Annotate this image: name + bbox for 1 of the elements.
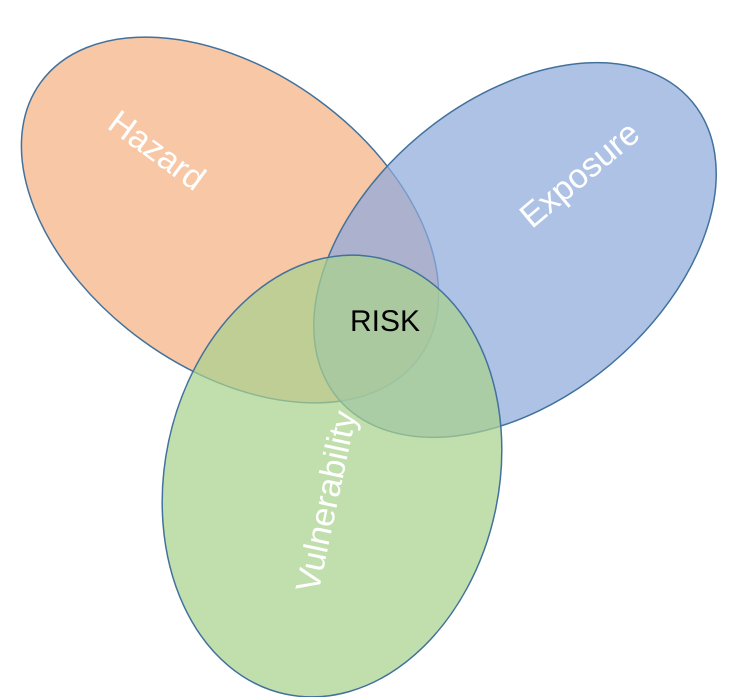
intersection-label: RISK xyxy=(350,307,420,337)
